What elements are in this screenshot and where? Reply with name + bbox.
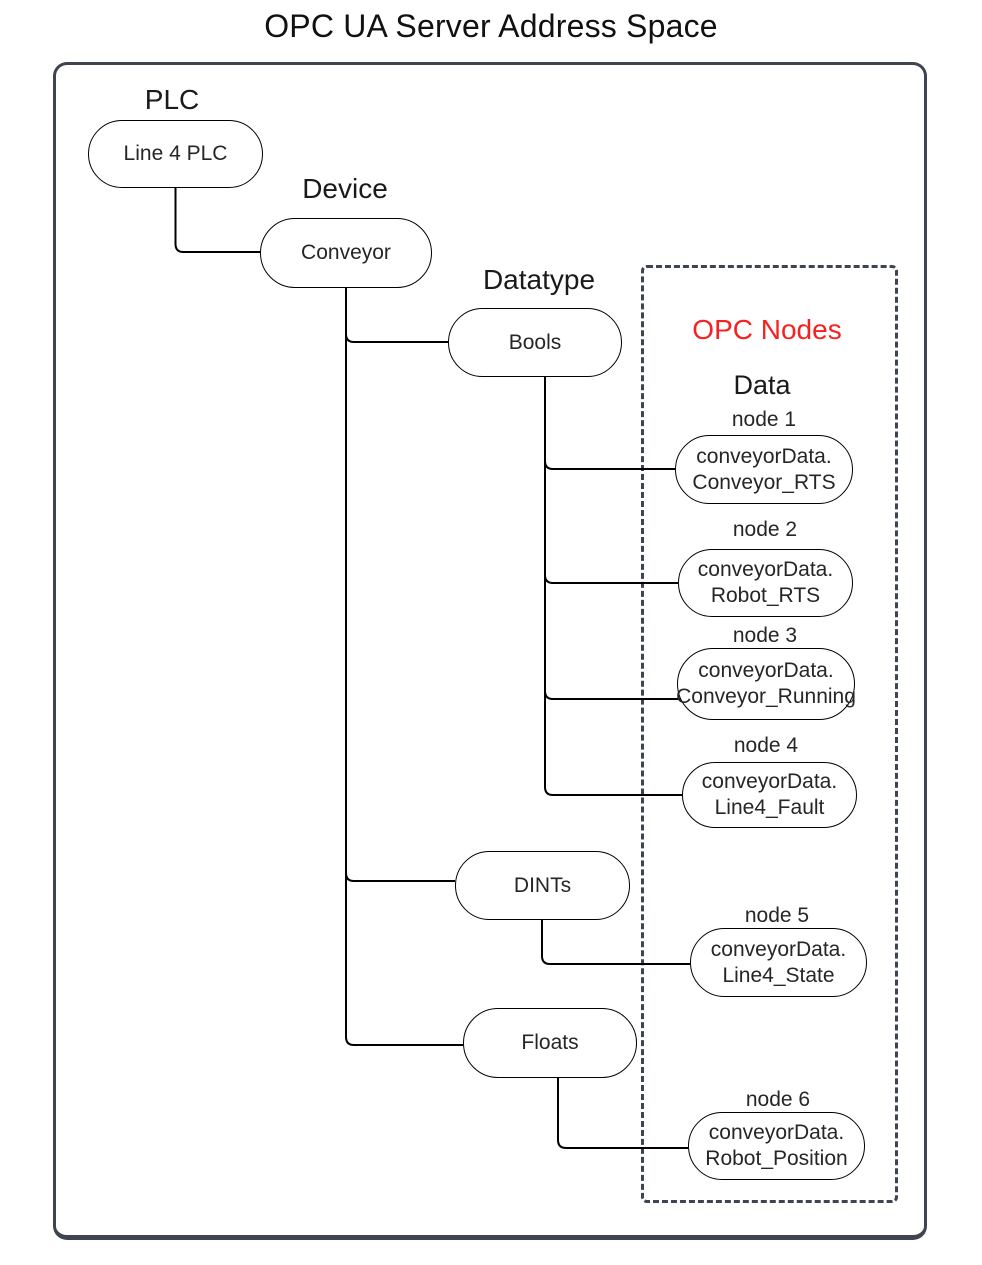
plc-section-label: PLC xyxy=(144,84,200,115)
node4-pill: conveyorData. Line4_Fault xyxy=(682,762,857,828)
device-section-label: Device xyxy=(302,173,388,204)
diagram-title: OPC UA Server Address Space xyxy=(264,8,718,44)
data-header: Data xyxy=(733,370,791,400)
datatype-dints-pill: DINTs xyxy=(455,851,630,920)
node3-label: node 3 xyxy=(732,624,798,647)
node3-pill: conveyorData. Conveyor_Running xyxy=(676,648,856,720)
node2-text-line1: conveyorData. xyxy=(697,558,834,582)
address-space-frame xyxy=(53,62,927,1240)
connector-bools-to-node3 xyxy=(544,690,700,700)
node5-text-line2: Line4_State xyxy=(722,963,835,987)
datatype-dints-text: DINTs xyxy=(513,873,572,897)
node1-text-line1: conveyorData. xyxy=(696,444,832,468)
node5-label: node 5 xyxy=(744,904,810,927)
opc-nodes-header: OPC Nodes xyxy=(692,314,842,345)
connector-plc-to-conveyor xyxy=(174,188,260,253)
node4-text-line1: conveyorData. xyxy=(701,770,838,794)
node2-text-line2: Robot_RTS xyxy=(710,584,821,607)
node1-text-line2: Conveyor_RTS xyxy=(692,470,836,494)
connector-bools-to-node1 xyxy=(544,460,675,470)
node1-label: node 1 xyxy=(731,408,797,431)
node6-pill: conveyorData. Robot_Position xyxy=(688,1112,865,1180)
connector-bools-trunk-to-node4 xyxy=(544,377,682,796)
connector-conveyor-trunk-to-floats xyxy=(345,288,463,1046)
node1-pill: conveyorData. Conveyor_RTS xyxy=(675,435,853,504)
node4-label: node 4 xyxy=(733,734,799,757)
connector-dints-to-node5 xyxy=(541,920,690,965)
node6-text-line1: conveyorData. xyxy=(708,1121,845,1145)
connector-bools-to-node2 xyxy=(544,574,678,584)
node5-pill: conveyorData. Line4_State xyxy=(690,928,867,997)
node6-label: node 6 xyxy=(745,1088,811,1111)
datatype-floats-pill: Floats xyxy=(463,1008,637,1078)
connector-floats-to-node6 xyxy=(557,1078,688,1149)
datatype-floats-text: Floats xyxy=(521,1031,579,1055)
datatype-bools-pill: Bools xyxy=(448,308,622,377)
node5-text-line1: conveyorData. xyxy=(710,937,847,961)
device-node-text: Conveyor xyxy=(301,241,391,265)
plc-node-text: Line 4 PLC xyxy=(123,142,228,166)
node3-text-line2: Conveyor_Running xyxy=(676,685,856,708)
connector-conveyor-to-dints xyxy=(345,872,455,882)
datatype-section-label: Datatype xyxy=(482,264,596,295)
node2-label: node 2 xyxy=(732,518,798,541)
node6-text-line2: Robot_Position xyxy=(705,1147,848,1170)
connector-conveyor-to-bools xyxy=(345,333,448,343)
datatype-bools-text: Bools xyxy=(508,330,562,354)
node2-pill: conveyorData. Robot_RTS xyxy=(678,549,853,617)
opc-nodes-dashed-frame xyxy=(641,265,898,1203)
node3-text-line1: conveyorData. xyxy=(698,659,834,683)
plc-node-pill: Line 4 PLC xyxy=(88,120,263,188)
node4-text-line2: Line4_Fault xyxy=(714,796,825,819)
device-node-pill: Conveyor xyxy=(260,218,432,288)
